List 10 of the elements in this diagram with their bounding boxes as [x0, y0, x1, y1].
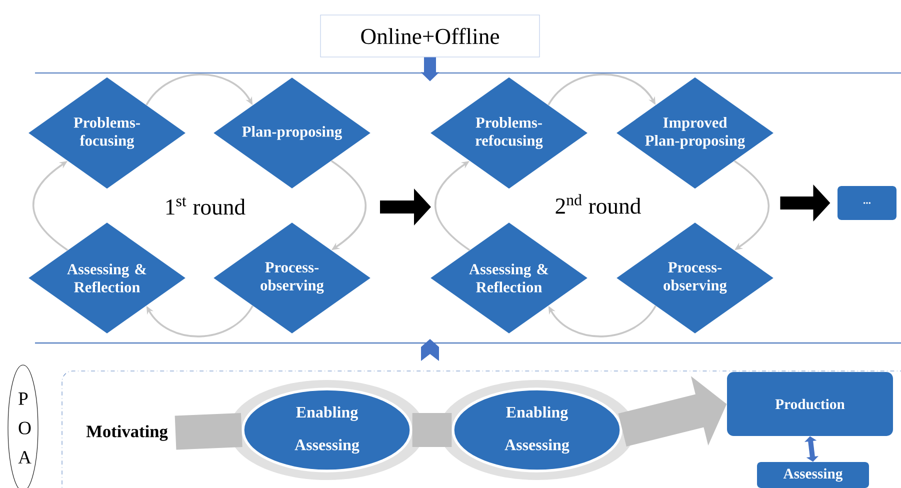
- arrow: [434, 161, 470, 251]
- round-label: 2$^{nd}$ round: [556, 194, 641, 214]
- production-box: Production: [727, 372, 893, 436]
- assessing-box: Assessing: [757, 462, 869, 488]
- label-box: Online+Offline: [320, 14, 540, 58]
- stage-label: Motivating: [86, 425, 168, 441]
- round-label: 1$^{st}$ round: [166, 197, 246, 215]
- arrow: [804, 436, 818, 462]
- ellipsis-box: ...: [838, 186, 896, 220]
- arrow: [32, 161, 68, 251]
